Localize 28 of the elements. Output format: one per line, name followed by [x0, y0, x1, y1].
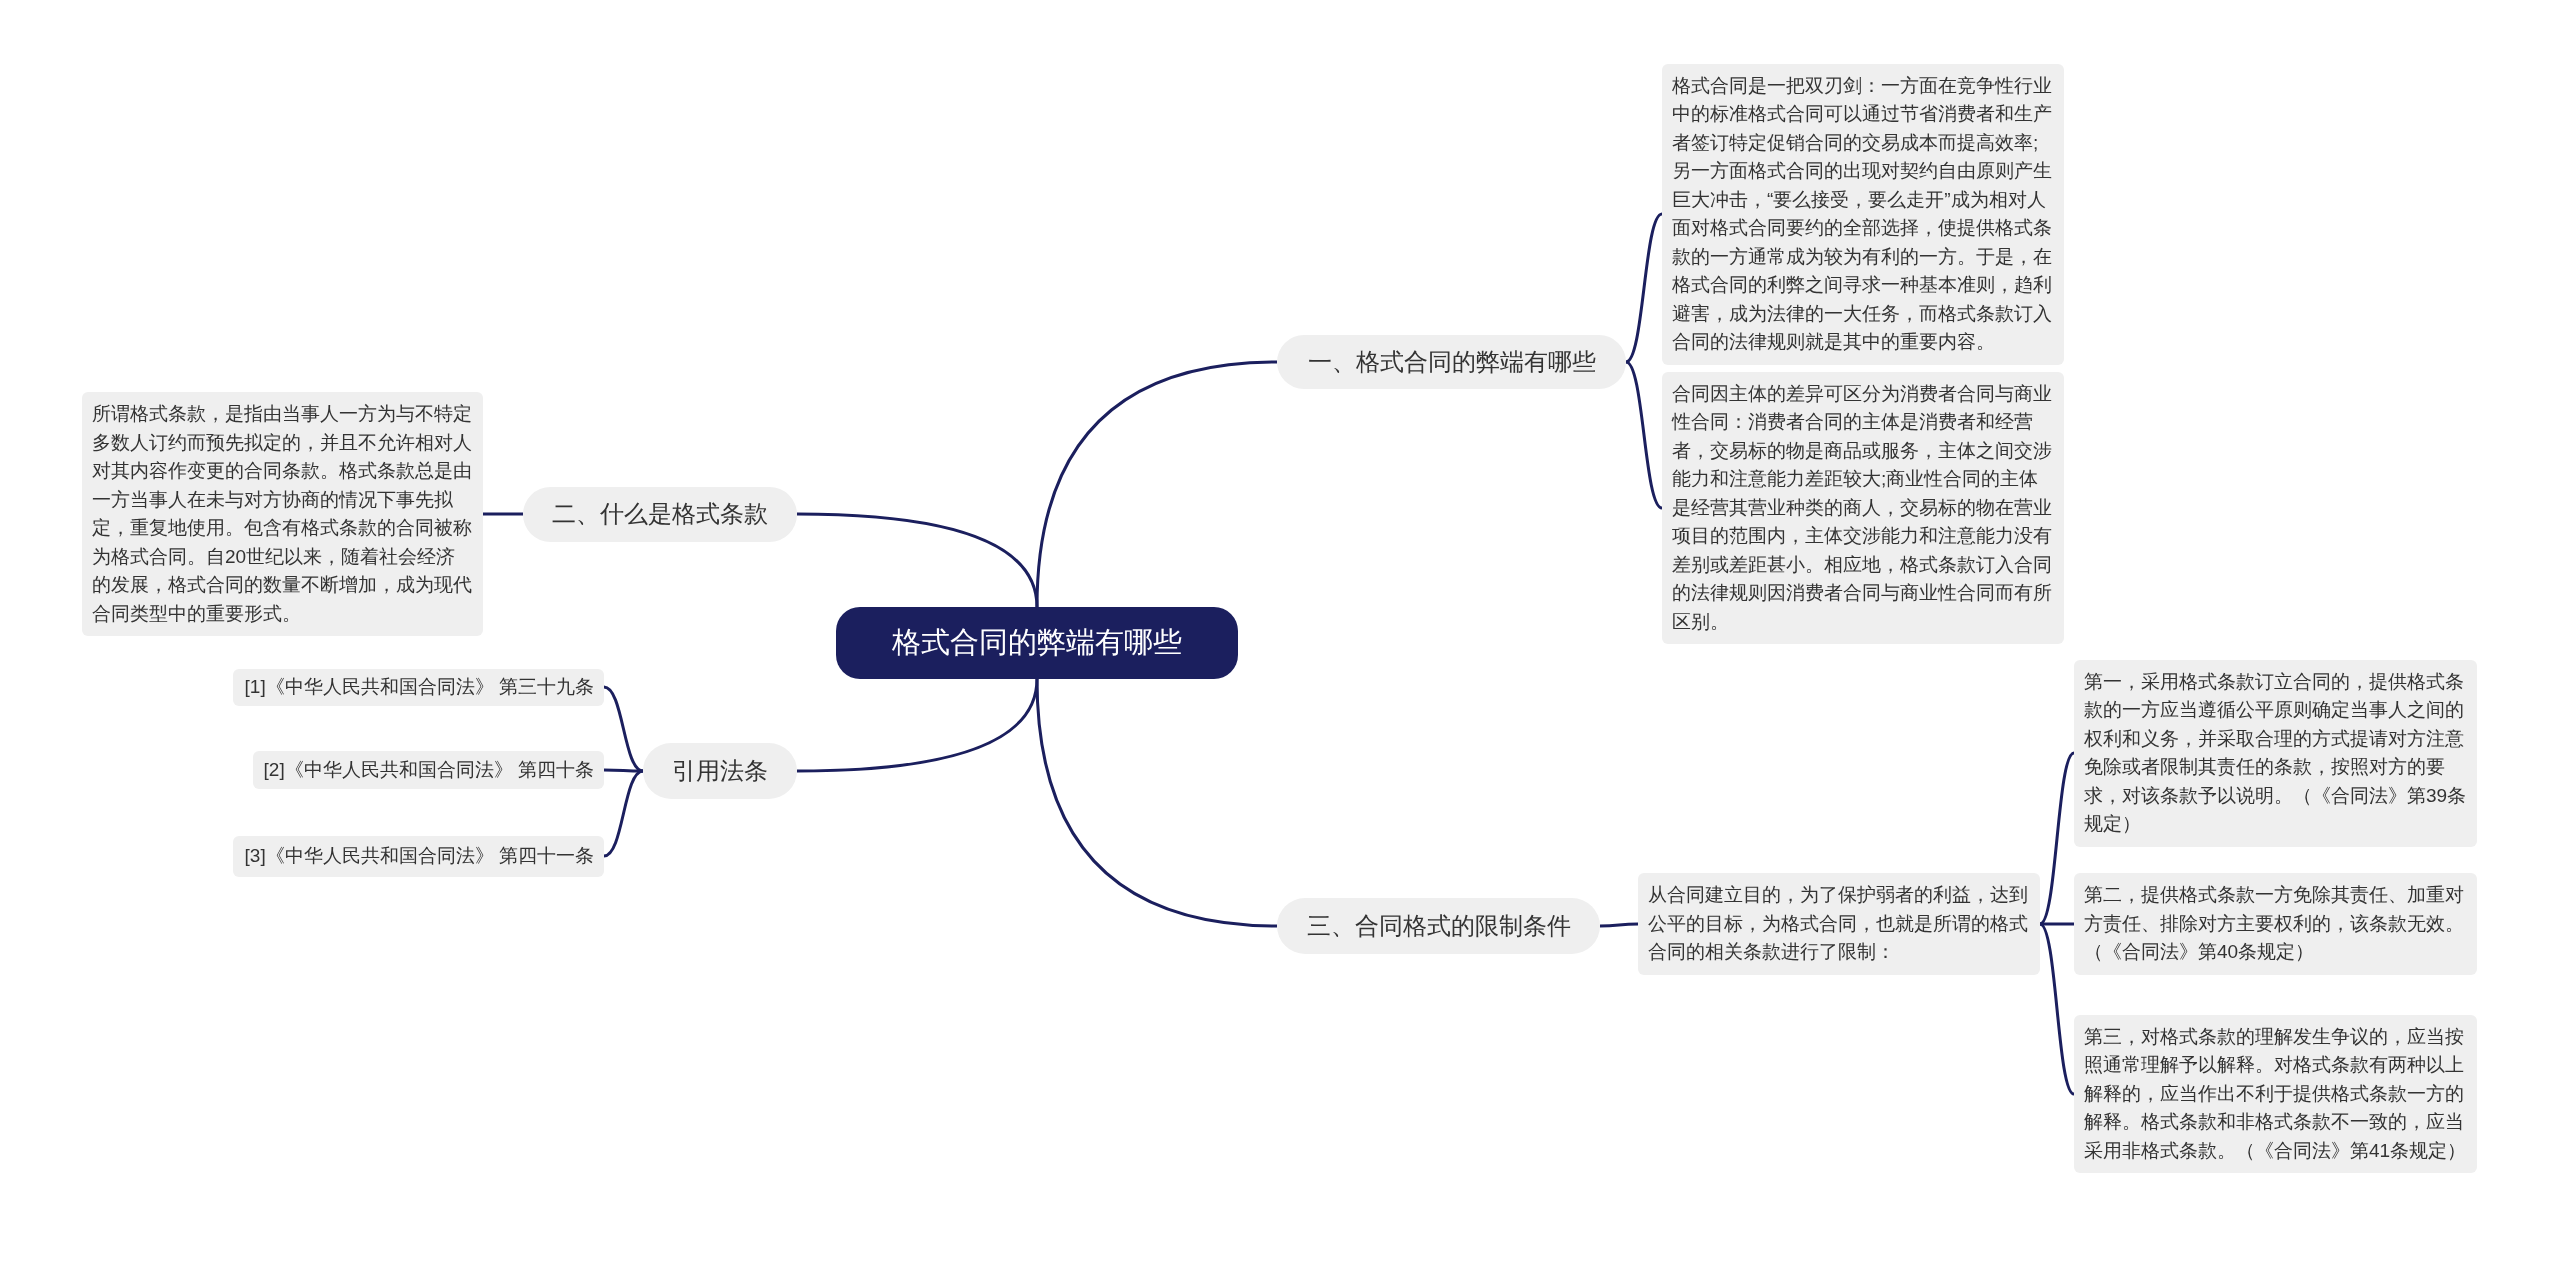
note-box: 第二，提供格式条款一方免除其责任、加重对方责任、排除对方主要权利的，该条款无效。（《合同法》第40条规定） [2074, 873, 2477, 975]
connector-line [796, 678, 1039, 773]
reference-box: [3]《中华人民共和国合同法》 第四十一条 [233, 835, 604, 877]
topic-box: 二、什么是格式条款 [523, 486, 797, 542]
note-box: 所谓格式条款，是指由当事人一方为与不特定多数人订约而预先拟定的，并且不允许相对人对其内容作变更的合同条款。格式条款总是由一方当事人在未与对方协商的情况下事先拟定，重复地使用。包含有格式条款的合同被称为格式合同。自20世纪以来，随着社会经济的发展，格式合同的数量不断增加，成为现代合同类型中的重要形式。 [82, 392, 483, 636]
connector-line [1035, 678, 1278, 928]
note-box: 第一，采用格式条款订立合同的，提供格式条款的一方应当遵循公平原则确定当事人之间的权利和义务，并采取合理的方式提请对方注意免除或者限制其责任的条款，按照对方的要求，对该条款予以说明。（《合同法》第39条规定） [2074, 659, 2477, 847]
reference-box: [1]《中华人民共和国合同法》 第三十九条 [233, 668, 604, 706]
connector-line [603, 769, 644, 858]
connector-line [1625, 360, 1663, 510]
connector-line [796, 512, 1039, 608]
topic-box: 引用法条 [643, 743, 797, 799]
connector-line [1625, 212, 1663, 364]
note-box: 格式合同是一把双刃剑：一方面在竞争性行业中的标准格式合同可以通过节省消费者和生产者签订特定促销合同的交易成本而提高效率;另一方面格式合同的出现对契约自由原则产生巨大冲击，“要么接受，要么走开”成为相对人面对格式合同要约的全部选择，使提供格式条款的一方通常成为较为有利的一方。于是，在格式合同的利弊之间寻求一种基本准则，趋利避害，成为法律的一大任务，而格式条款订入合同的法律规则就是其中的重要内容。 [1662, 63, 2064, 365]
note-box: 从合同建立目的，为了保护弱者的利益，达到公平的目标，为格式合同，也就是所谓的格式合同的相关条款进行了限制： [1638, 873, 2040, 975]
connector-line [2039, 751, 2075, 926]
connector-line [483, 512, 523, 516]
central-topic: 格式合同的弊端有哪些 [836, 607, 1238, 679]
connector-line [2039, 922, 2075, 1096]
topic-box: 一、格式合同的弊端有哪些 [1277, 335, 1626, 389]
reference-box: [2]《中华人民共和国合同法》 第四十条 [253, 751, 604, 789]
connector-line [2040, 922, 2074, 926]
connector-line [1035, 360, 1278, 608]
topic-box: 三、合同格式的限制条件 [1277, 898, 1600, 954]
connector-line [604, 768, 643, 773]
note-box: 第三，对格式条款的理解发生争议的，应当按照通常理解予以解释。对格式条款有两种以上解释的，应当作出不利于提供格式条款一方的解释。格式条款和非格式条款不一致的，应当采用非格式条款。（《合同法》第41条规定） [2074, 1014, 2477, 1174]
note-box: 合同因主体的差异可区分为消费者合同与商业性合同：消费者合同的主体是消费者和经营者，交易标的物是商品或服务，主体之间交涉能力和注意能力差距较大;商业性合同的主体是经营其营业种类的商人，交易标的物在营业项目的范围内，主体交涉能力和注意能力没有差别或差距甚小。相应地，格式条款订入合同的法律规则因消费者合同与商业性合同而有所区别。 [1662, 371, 2064, 645]
connector-line [1600, 922, 1638, 928]
